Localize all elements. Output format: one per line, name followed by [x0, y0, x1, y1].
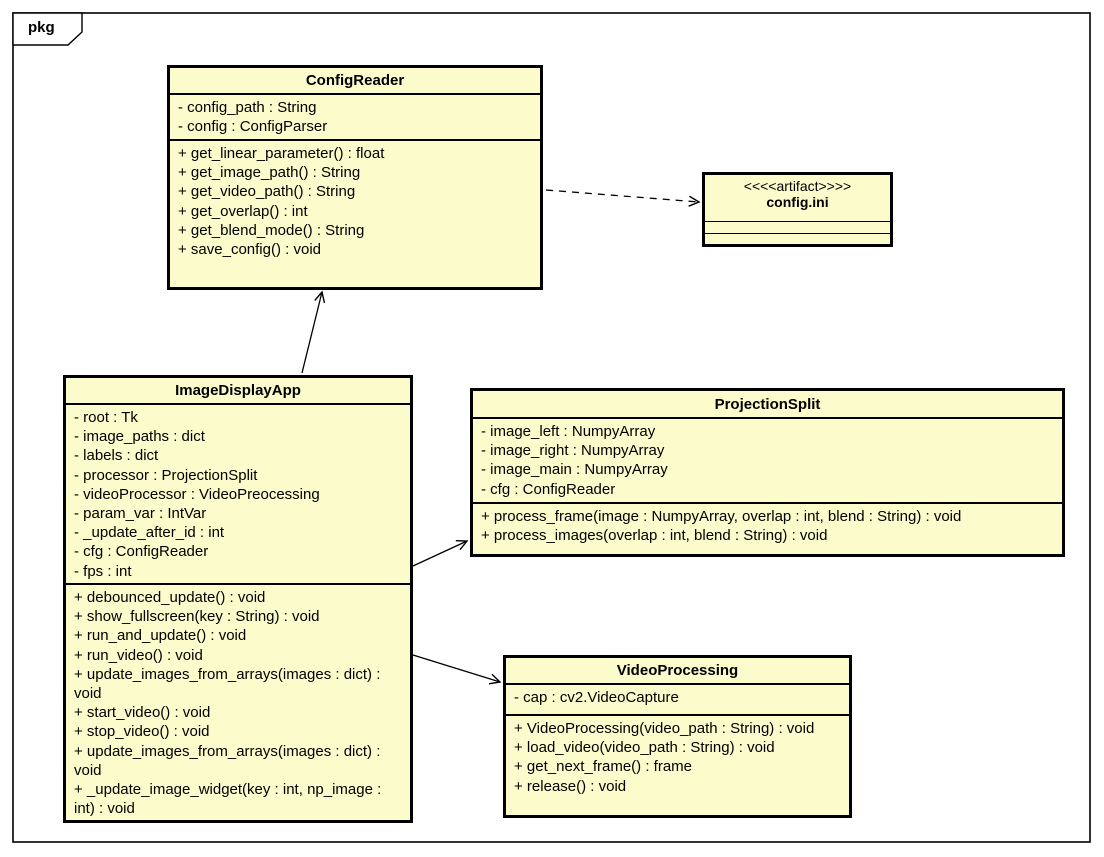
class-box-projectionsplit[interactable]: ProjectionSplit - image_left : NumpyArra…: [470, 388, 1065, 557]
package-tab-label: pkg: [28, 19, 55, 36]
attributes-compartment-imagedisplayapp: - root : Tk - image_paths : dict- labels …: [66, 405, 410, 585]
member-line: + process_images(overlap : int, blend : …: [481, 527, 828, 545]
association-imagedisplayapp-projectionsplit: [412, 539, 469, 567]
member-line: + VideoProcessing(video_path : String) :…: [514, 720, 815, 737]
member-line: + load_video(video_path : String) : void: [514, 739, 775, 757]
member-line: + debounced_update() : void: [74, 589, 266, 606]
member-line: - fps : int: [74, 562, 132, 580]
methods-compartment-imagedisplayapp: + debounced_update() : void + show_fullsc…: [66, 585, 410, 820]
member-line: + _update_image_widget(key : int, np_ima…: [74, 781, 382, 818]
member-line: - cfg : ConfigReader: [481, 480, 616, 498]
package-frame: [12, 12, 1091, 843]
member-line: + save_config() : void: [178, 241, 321, 259]
member-line: + show_fullscreen(key : String) : void: [74, 608, 320, 626]
member-line: - videoProcessor : VideoPreocessing: [74, 485, 320, 503]
class-title-videoprocessing: VideoProcessing: [506, 658, 849, 685]
member-line: + start_video() : void: [74, 704, 211, 722]
attributes-compartment-videoprocessing: - cap : cv2.VideoCapture: [506, 685, 849, 716]
artifact-empty-compartment-2: [705, 234, 890, 244]
methods-compartment-videoprocessing: + VideoProcessing(video_path : String) :…: [506, 716, 849, 815]
attributes-compartment-configreader: - config_path : String - config : ConfigP…: [170, 95, 540, 141]
member-line: + get_next_frame() : frame: [514, 758, 692, 776]
member-line: - image_paths : dict: [74, 428, 205, 446]
association-imagedisplayapp-configreader: [301, 290, 326, 374]
class-box-videoprocessing[interactable]: VideoProcessing - cap : cv2.VideoCapture…: [503, 655, 852, 818]
member-line: + run_video() : void: [74, 646, 203, 664]
artifact-title: <<<<artifact>>>> config.ini: [705, 175, 890, 222]
member-line: - _update_after_id : int: [74, 524, 225, 542]
member-line: - cap : cv2.VideoCapture: [514, 689, 679, 706]
package-tab: [12, 12, 83, 46]
member-line: - image_right : NumpyArray: [481, 442, 665, 460]
member-line: - param_var : IntVar: [74, 505, 207, 523]
dependency-configreader-configini: [545, 189, 701, 207]
attributes-compartment-projectionsplit: - image_left : NumpyArray - image_right :…: [473, 419, 1062, 504]
member-line: + get_overlap() : int: [178, 202, 308, 220]
member-line: - config : ConfigParser: [178, 118, 328, 136]
class-box-configreader[interactable]: ConfigReader - config_path : String- con…: [167, 65, 543, 290]
member-line: - image_left : NumpyArray: [481, 423, 656, 440]
member-line: - processor : ProjectionSplit: [74, 466, 258, 484]
member-line: + update_images_from_arrays(images : dic…: [74, 665, 381, 703]
member-line: - labels : dict: [74, 447, 159, 465]
class-title-imagedisplayapp: ImageDisplayApp: [66, 378, 410, 405]
class-box-imagedisplayapp[interactable]: ImageDisplayApp - root : Tk - image_paths…: [63, 375, 413, 823]
methods-compartment-projectionsplit: + process_frame(image : NumpyArray, over…: [473, 504, 1062, 554]
member-line: - config_path : String: [178, 99, 317, 116]
member-line: + process_frame(image : NumpyArray, over…: [481, 508, 962, 525]
member-line: - root : Tk: [74, 409, 138, 426]
member-line: - cfg : ConfigReader: [74, 543, 209, 561]
artifact-empty-compartment-1: [705, 222, 890, 234]
artifact-box-configini[interactable]: <<<<artifact>>>> config.ini: [702, 172, 893, 247]
artifact-name: config.ini: [766, 194, 829, 210]
artifact-stereotype: <<<<artifact>>>>: [743, 178, 852, 194]
class-title-projectionsplit: ProjectionSplit: [473, 391, 1062, 419]
member-line: + get_linear_parameter() : float: [178, 145, 385, 162]
member-line: + stop_video() : void: [74, 723, 210, 741]
member-line: + get_blend_mode() : String: [178, 221, 365, 239]
member-line: + get_video_path() : String: [178, 183, 356, 201]
member-line: + update_images_from_arrays(images : dic…: [74, 742, 381, 779]
member-line: - image_main : NumpyArray: [481, 461, 668, 479]
class-title-configreader: ConfigReader: [170, 68, 540, 95]
member-line: + get_image_path() : String: [178, 164, 361, 182]
association-imagedisplayapp-videoprocessing: [412, 654, 502, 685]
methods-compartment-configreader: + get_linear_parameter() : float + get_im…: [170, 141, 540, 287]
member-line: + release() : void: [514, 777, 627, 795]
member-line: + run_and_update() : void: [74, 627, 247, 645]
